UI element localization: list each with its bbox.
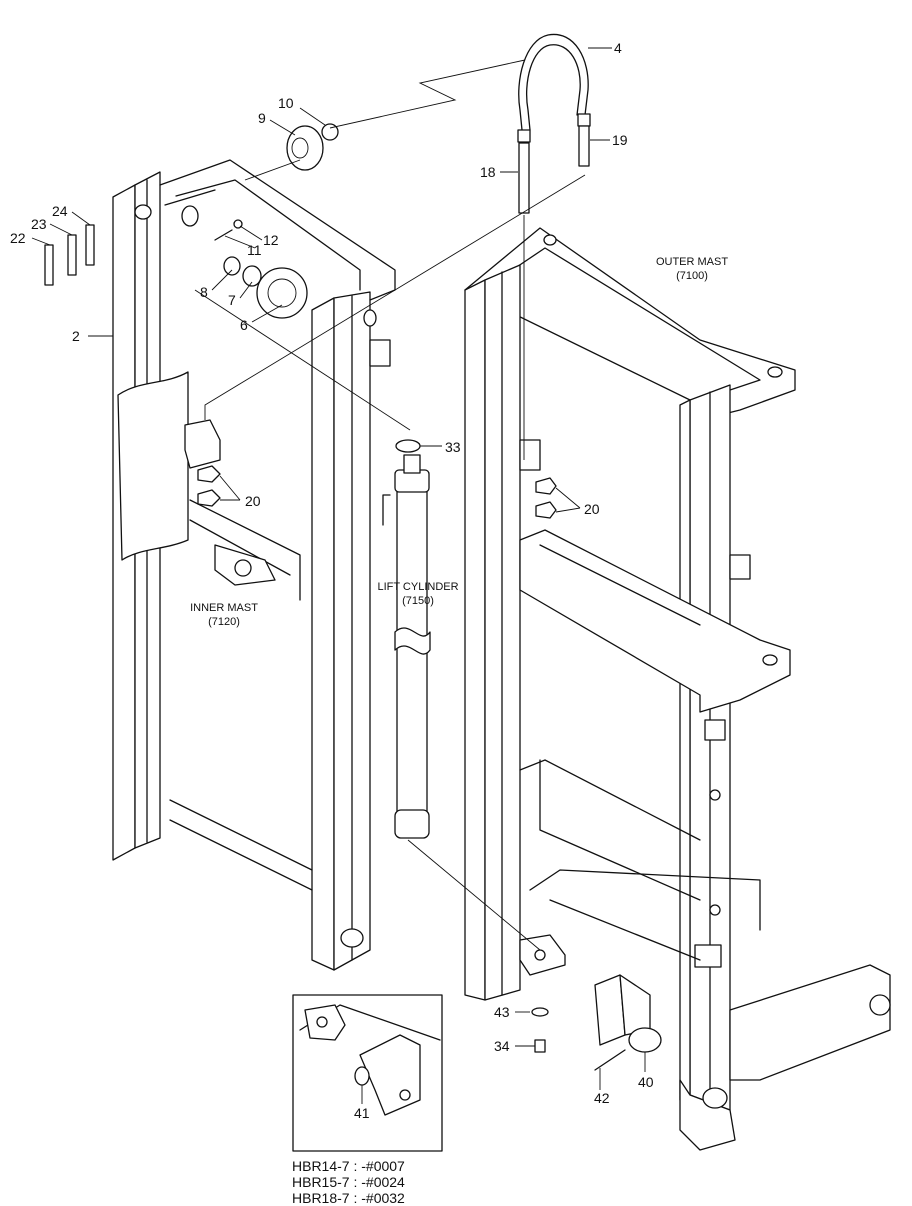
inner-mast [112,159,396,971]
callout-10: 10 [278,95,294,111]
washer-43 [531,1007,549,1017]
bolt-11 [214,229,233,241]
callout-41: 41 [354,1105,370,1121]
callout-42: 42 [594,1090,610,1106]
callout-4: 4 [614,40,622,56]
callout-33: 33 [445,439,461,455]
serial-note-hbr14: HBR14-7 : -#0007 [292,1158,405,1174]
assembly-captions: OUTER MAST (7100) INNER MAST (7120) LIFT… [190,256,728,628]
nuts-20-right [535,477,557,519]
detail-inset [292,994,443,1152]
callout-22: 22 [10,230,26,246]
callout-8: 8 [200,284,208,300]
outer-mast [464,227,891,1151]
callout-40: 40 [638,1074,654,1090]
serial-note-hbr15: HBR15-7 : -#0024 [292,1174,405,1190]
shim-7 [242,265,262,287]
roller-9 [286,125,324,171]
lift-cylinder-code: (7150) [402,595,434,607]
nuts-20-left [197,465,221,507]
callout-2: 2 [72,328,80,344]
bracket-40 [594,974,662,1053]
outer-mast-code: (7100) [676,270,708,282]
shim-8 [223,256,241,276]
bolt-34 [534,1039,546,1053]
callout-43: 43 [494,1004,510,1020]
callout-9: 9 [258,110,266,126]
callout-18: 18 [480,164,496,180]
bearing-6 [256,267,308,319]
callout-19: 19 [612,132,628,148]
serial-note-hbr18: HBR18-7 : -#0032 [292,1190,405,1206]
inner-mast-label: INNER MAST [190,602,258,614]
lift-cylinder [382,454,431,839]
callout-20-right: 20 [584,501,600,517]
ring-33 [395,439,421,453]
callout-7: 7 [228,292,236,308]
inner-mast-code: (7120) [208,616,240,628]
outer-mast-label: OUTER MAST [656,256,728,268]
callout-24: 24 [52,203,68,219]
lift-cylinder-label: LIFT CYLINDER [377,581,458,593]
callout-23: 23 [31,216,47,232]
callout-6: 6 [240,317,248,333]
leader-lines [31,47,646,1104]
callout-34: 34 [494,1038,510,1054]
lift-chain [518,33,589,131]
pin-42 [594,1049,626,1071]
callout-20-left: 20 [245,493,261,509]
callout-12: 12 [263,232,279,248]
callouts: 2 4 6 7 8 9 10 11 12 18 19 20 20 22 23 2… [10,40,654,1121]
ring-10 [321,123,339,141]
callout-11: 11 [247,242,262,258]
chain-anchor-bolt-19 [577,113,591,167]
chain-anchor-bolt-18 [517,129,531,214]
